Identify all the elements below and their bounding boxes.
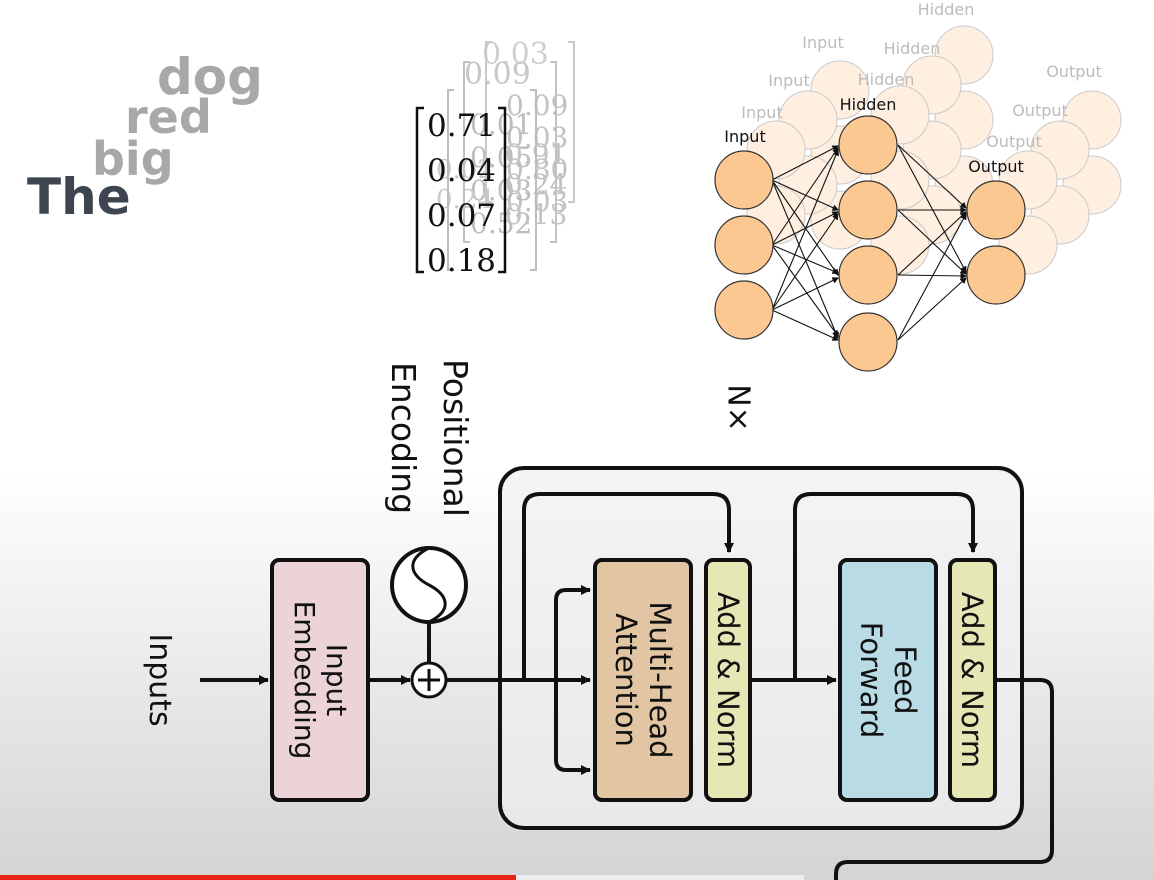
faded-vector-value: 0.05 [470,141,533,174]
input-layer [714,150,774,340]
faded-vector-value: 0.09 [506,89,569,122]
faded-vector-value: 0.80 [506,153,569,186]
embedding-vector: 0.71 0.04 0.07 0.18 [427,104,496,284]
faded-vector-value: 0.52 [470,207,533,240]
faded-hidden-label: Hidden [858,70,915,89]
inputs-label: Inputs [142,633,177,726]
multi-head-attention-block [593,558,693,802]
faded-vector-back: 0.03 [482,40,549,70]
hidden-layer [838,115,898,372]
add-norm-block-1 [704,558,752,802]
faded-vector-value: 0.03 [482,37,549,72]
hidden-neuron [838,180,898,240]
input-neuron [714,280,774,340]
output-neuron [966,245,1026,305]
faded-output-label: Output [986,132,1042,151]
input-label: Input [724,127,765,146]
neural-network-diagram: Hidden Input Hidden Output Input Hidden … [714,0,1122,372]
output-line [834,678,1054,880]
faded-vector-value: 0.01 [470,108,533,141]
input-embedding-block [270,558,370,802]
transformer-encoder-diagram: Inputs [142,466,1054,880]
word-big: big [92,132,174,186]
faded-brackets [447,41,575,271]
faded-input-label: Input [802,33,843,52]
encoder-layer-block [498,466,1024,830]
output-neuron [966,180,1026,240]
output-label: Output [968,157,1024,176]
word-red: red [125,90,212,144]
residual-connection-2 [793,492,978,680]
attention-key-branch [554,585,591,680]
network-edges [771,144,968,341]
feed-forward-block [838,558,938,802]
faded-hidden-label: Hidden [918,0,975,19]
sine-wave-icon [411,546,447,624]
faded-vector-value: 0.09 [464,57,531,92]
add-norm-block-2 [948,558,997,802]
faded-vector-value: 0.03 [470,174,533,207]
input-neuron [714,215,774,275]
output-layer [966,180,1026,305]
faded-output-label: Output [1046,62,1102,81]
word-dog: dog [157,48,263,106]
faded-vector-value: 0.03 [506,185,569,218]
residual-connection-1 [522,492,734,680]
hidden-neuron [838,312,898,372]
faded-input-label: Input [741,103,782,122]
hidden-label: Hidden [840,95,897,114]
faded-output-label: Output [1012,101,1068,120]
vector-value: 0.04 [427,153,497,189]
vector-value: 0.07 [427,198,497,234]
word-the: The [27,168,131,226]
video-progress-fill[interactable] [0,875,516,880]
faded-vector-mid: 0.09 [464,60,531,90]
vector-brackets [415,106,507,274]
faded-vector-value: 0.03 [506,121,569,154]
input-neuron [714,150,774,210]
faded-input-label: Input [768,71,809,90]
faded-hidden-label: Hidden [884,39,941,58]
vector-value: 0.18 [427,243,497,279]
vector-value: 0.71 [427,108,497,144]
hidden-neuron [838,115,898,175]
faded-vector-2: 0.01 0.05 0.03 0.52 [470,108,532,240]
hidden-neuron [838,245,898,305]
attention-value-branch [554,680,591,775]
faded-vector-1: 0.09 0.03 0.80 0.03 [506,90,568,218]
